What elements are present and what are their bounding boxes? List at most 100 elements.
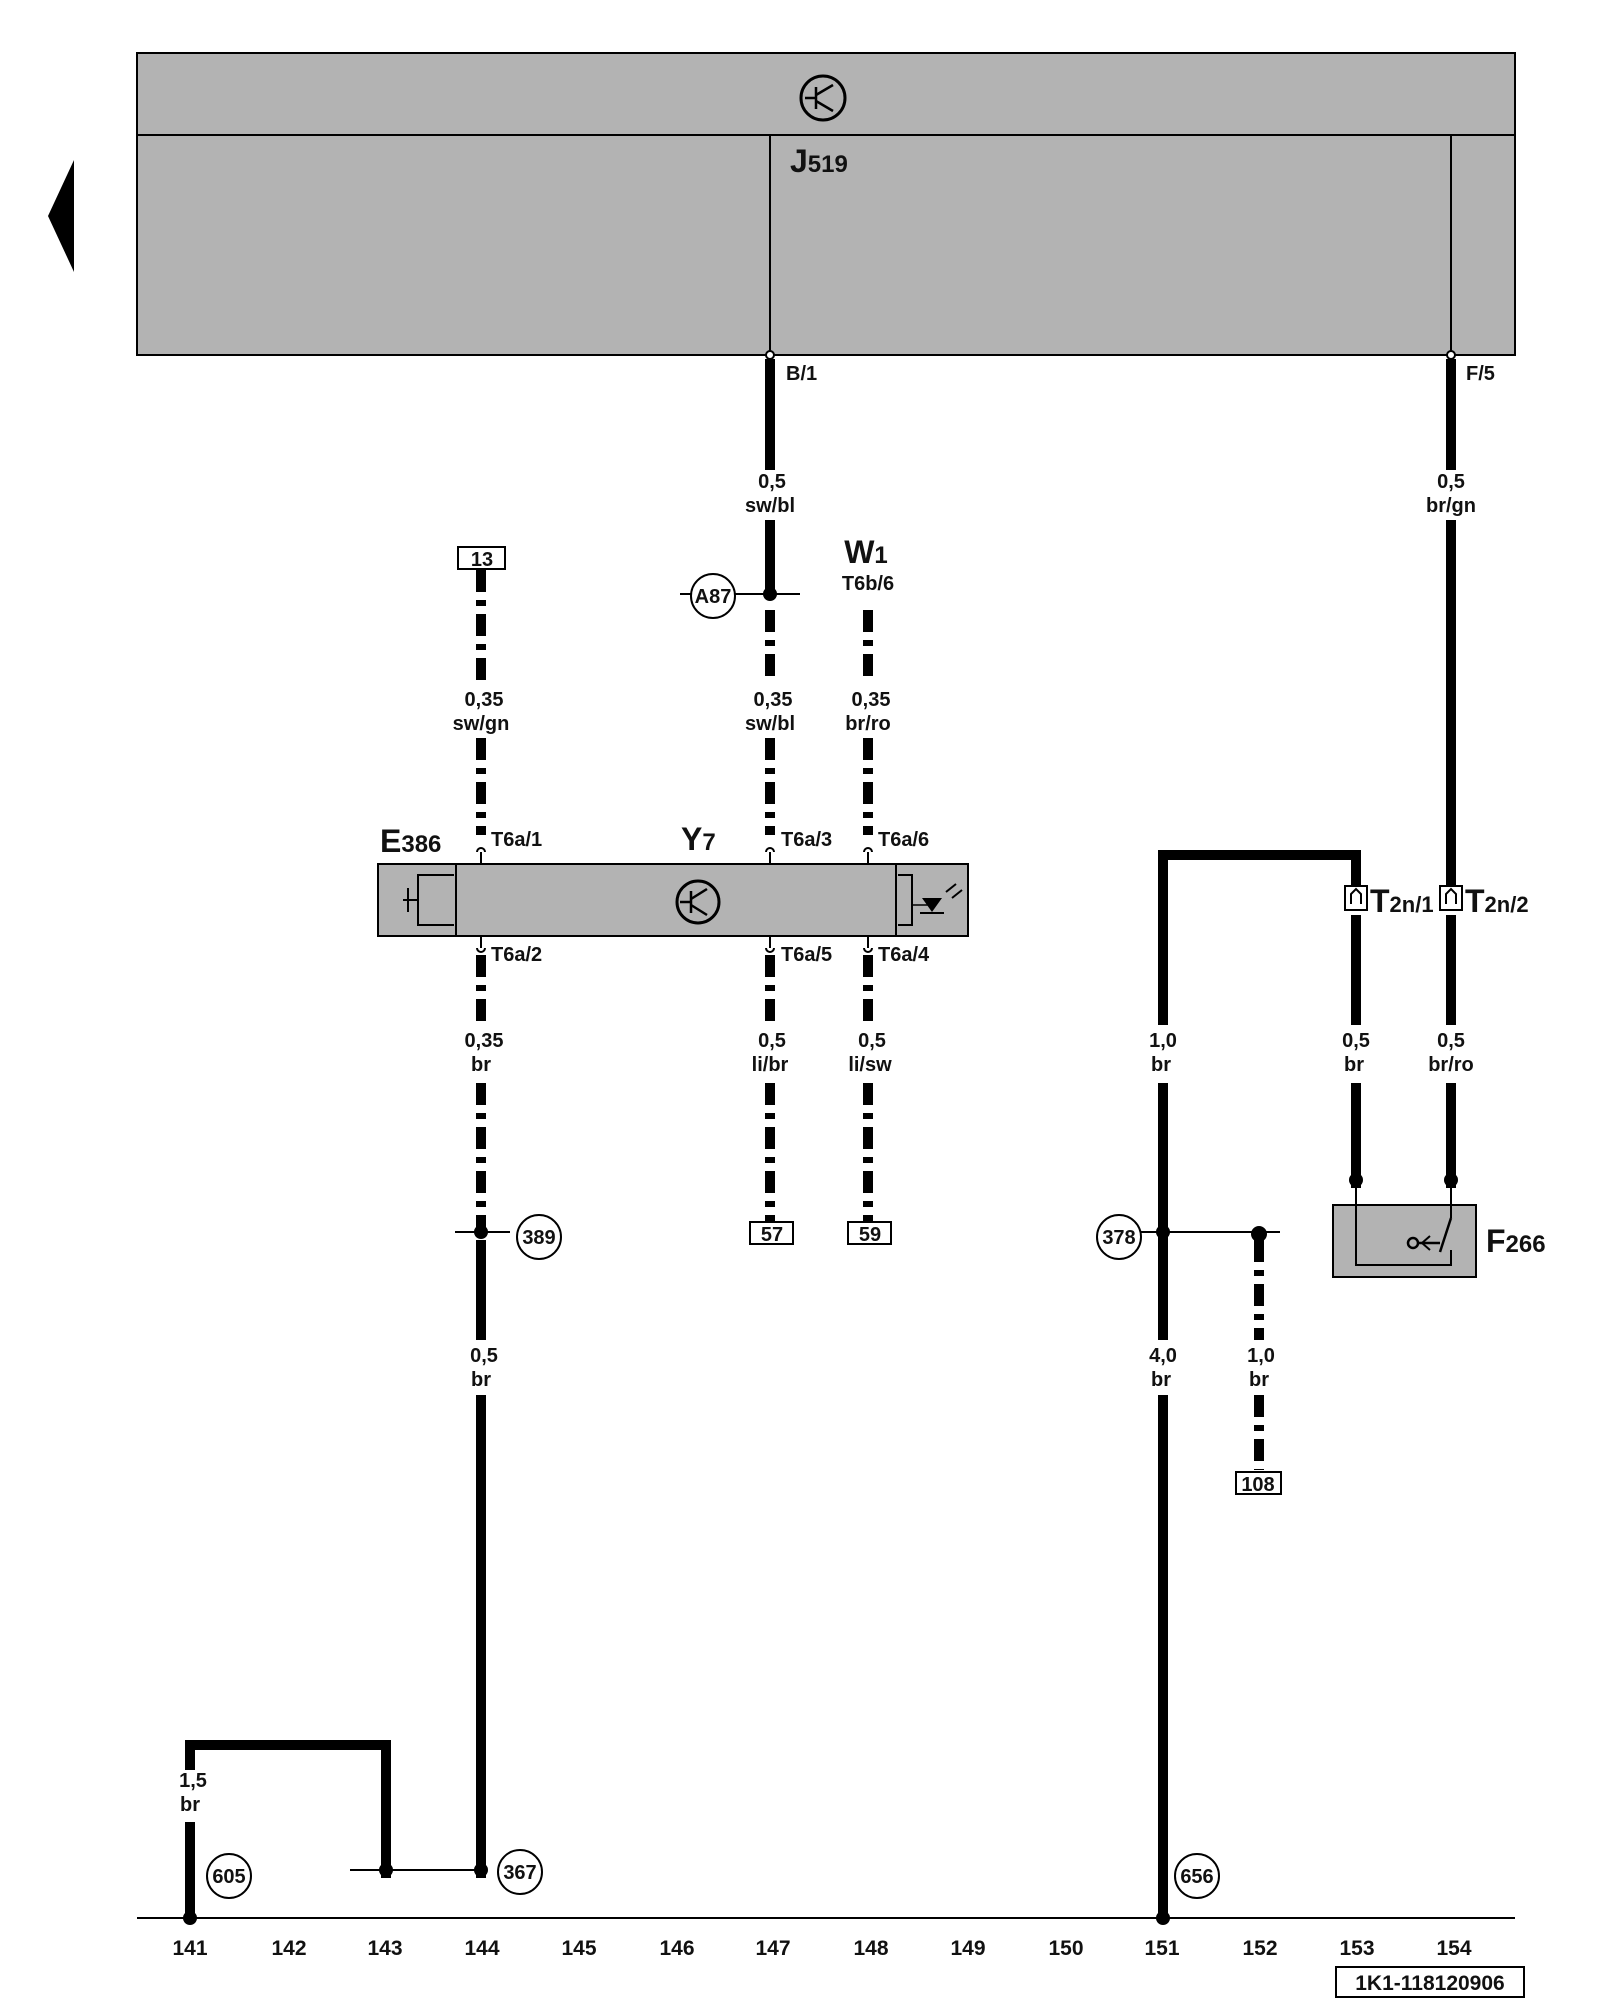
track-number: 145 [561,1937,596,1960]
electronic-symbol-icon [675,879,721,925]
wire-size: 0,35 [754,689,793,711]
wires [183,359,1458,1925]
pin-f5: F/5 [1466,363,1495,385]
ref-circle[interactable]: 389 [522,1227,555,1249]
ref-box[interactable]: 13 [471,549,493,571]
wire-size: 0,35 [465,689,504,711]
wire-color: br/ro [1428,1054,1474,1076]
f266-sub: 266 [1506,1231,1546,1258]
t2n1-sub: 2n/1 [1390,892,1434,917]
ref-box[interactable]: 108 [1241,1474,1274,1496]
boxed-references: 13 57 59 108 [457,546,1282,1496]
j519-name: J [790,143,808,179]
ref-circle[interactable]: 378 [1102,1227,1135,1249]
w1-sub: 1 [874,542,887,569]
ref-circle[interactable]: A87 [695,586,732,608]
pin-t6a-3: T6a/3 [781,829,832,851]
wire-color: br/gn [1426,495,1476,517]
wire-size: 0,35 [852,689,891,711]
t2n2-sub: 2n/2 [1485,892,1529,917]
pin-t6a-6: T6a/6 [878,829,929,851]
wire-size: 0,5 [758,1030,786,1052]
w1-connector: T6b/6 [842,573,894,595]
wire-color: sw/gn [453,713,510,735]
pin-t6a-5: T6a/5 [781,944,832,966]
switch-assembly-e386-y7: E386 Y7 T6a/1 T6a/3 T6a/6 T6a/2 T6a/5 T6… [377,821,969,966]
y7-name: Y [681,821,702,857]
switch-f266: F266 [1332,1188,1546,1278]
wire-size: 0,5 [1342,1030,1370,1052]
j519-sub: 519 [808,151,848,178]
ref-box[interactable]: 59 [859,1224,881,1246]
track-number: 142 [271,1937,306,1960]
pin-t6a-2: T6a/2 [491,944,542,966]
wire-size: 0,5 [1437,471,1465,493]
previous-page-arrow-icon[interactable] [48,160,74,272]
wire-size: 4,0 [1149,1345,1177,1367]
wire-size: 1,0 [1247,1345,1275,1367]
track-number: 144 [464,1937,499,1960]
wire-color: br [1151,1054,1171,1076]
wire-color: sw/bl [745,495,795,517]
connector-t2n: T2n/1 T2n/2 [1344,883,1529,919]
wire-size: 0,35 [465,1030,504,1052]
pushbutton-icon [403,874,454,926]
svg-text:T2n/2: T2n/2 [1465,883,1529,919]
track-number: 152 [1242,1937,1277,1960]
wire-color: br [1344,1054,1364,1076]
ref-circle[interactable]: 656 [1180,1866,1213,1888]
wire-labels: 0,5 sw/bl 0,5 br/gn 0,35 sw/gn 0,35 sw/b… [179,471,1476,1816]
y7-sub: 7 [702,829,715,856]
svg-text:J519: J519 [790,143,848,179]
led-icon [898,874,963,926]
svg-text:E386: E386 [380,823,441,859]
component-w1: W1 T6b/6 [842,534,894,595]
track-number: 154 [1436,1937,1471,1960]
wire-color: br/ro [845,713,891,735]
track-number: 143 [367,1937,402,1960]
contact-switch-icon [1406,1217,1453,1253]
svg-text:W1: W1 [844,534,888,570]
svg-text:Y7: Y7 [681,821,716,857]
control-unit-j519: J519 B/1 F/5 [136,52,1516,385]
e386-sub: 386 [401,831,441,858]
wire-color: li/sw [848,1054,892,1076]
w1-name: W [844,534,875,570]
wire-size: 0,5 [1437,1030,1465,1052]
ref-circle[interactable]: 367 [503,1862,536,1884]
ref-circle[interactable]: 605 [212,1866,245,1888]
wire-color: sw/bl [745,713,795,735]
wire-size: 0,5 [470,1345,498,1367]
wire-size: 1,5 [179,1770,207,1792]
track-numbers: 141 142 143 144 145 146 147 148 149 150 … [172,1937,1471,1960]
wire-color: li/br [752,1054,789,1076]
diagram-code-text: 1K1-118120906 [1355,1972,1504,1995]
svg-text:T2n/1: T2n/1 [1370,883,1434,919]
wire-size: 0,5 [858,1030,886,1052]
f266-name: F [1486,1223,1506,1259]
pin-t6a-4: T6a/4 [878,944,930,966]
wire-color: br [471,1369,491,1391]
pin-t6a-1: T6a/1 [491,829,542,851]
circled-references: A87 389 378 605 367 656 [206,573,1220,1899]
electronic-symbol-icon [799,74,847,122]
diagram-code: 1K1-118120906 [1335,1966,1525,1998]
wire-size: 1,0 [1149,1030,1177,1052]
wire-color: br [1249,1369,1269,1391]
ref-box[interactable]: 57 [761,1224,783,1246]
wire-size: 0,5 [758,471,786,493]
track-number: 146 [659,1937,694,1960]
track-number: 153 [1339,1937,1374,1960]
track-number: 147 [755,1937,790,1960]
t2n1-name: T [1370,883,1390,919]
wire-color: br [180,1794,200,1816]
wire-color: br [1151,1369,1171,1391]
track-number: 148 [853,1937,888,1960]
e386-name: E [380,823,401,859]
t2n2-name: T [1465,883,1485,919]
track-number: 141 [172,1937,207,1960]
svg-text:F266: F266 [1486,1223,1546,1259]
track-number: 151 [1144,1937,1179,1960]
wire-color: br [471,1054,491,1076]
